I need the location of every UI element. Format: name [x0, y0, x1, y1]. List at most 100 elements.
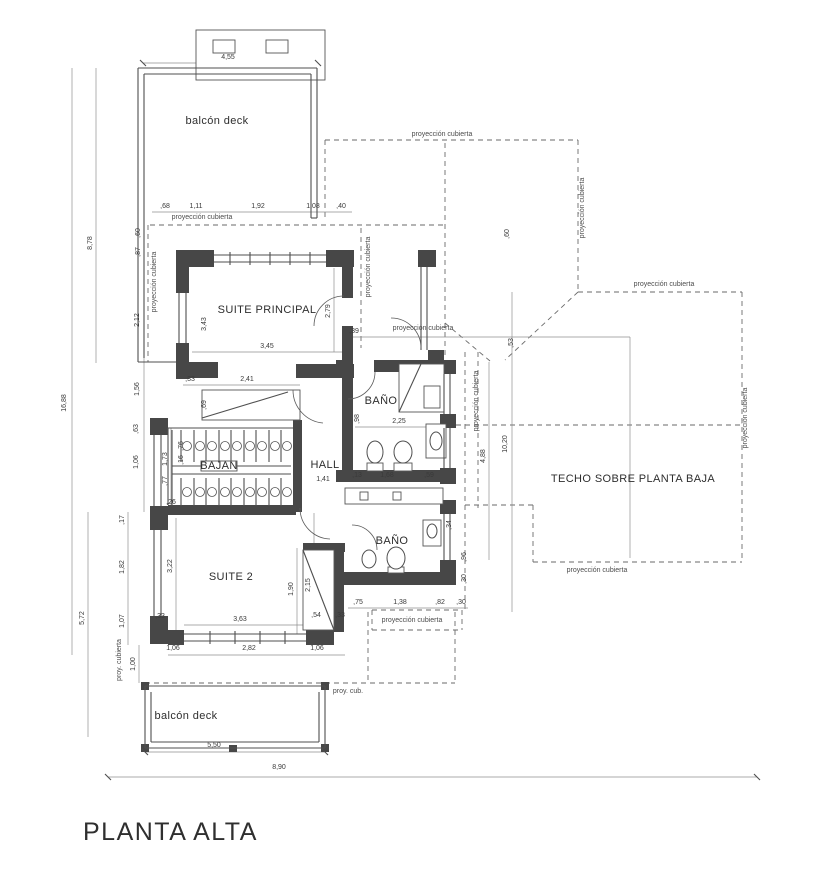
- dimension-label: 1,07: [119, 614, 126, 628]
- plan-line: [139, 59, 147, 67]
- room-label-bano-1: BAÑO: [365, 394, 398, 407]
- dimension-label: ,63: [133, 424, 140, 434]
- plan-line: [141, 748, 149, 756]
- bath-fixture: [426, 523, 438, 539]
- door-swing-arc: [313, 295, 345, 327]
- wall-segment: [168, 630, 184, 645]
- dimension-label: 2,41: [240, 376, 254, 383]
- plan-line: [302, 549, 335, 631]
- plan-line: [753, 773, 761, 781]
- outline-rect: [201, 389, 301, 421]
- projection-note-label: proyección cubierta: [579, 178, 586, 239]
- dimension-label: ,39: [349, 328, 359, 335]
- outline-rect: [366, 462, 384, 472]
- dimension-label: 1,38: [393, 599, 407, 606]
- dimension-label: ,60: [135, 228, 142, 238]
- dimension-label: 1,06: [310, 645, 324, 652]
- dimension-label: ,54: [311, 612, 321, 619]
- room-label-hall: HALL: [310, 459, 339, 471]
- outline-rect: [195, 29, 326, 81]
- plan-line: [104, 773, 112, 781]
- projection-note-label: proyección cubierta: [382, 617, 443, 624]
- door-swing-arc: [351, 524, 378, 551]
- dimension-label: 3,22: [167, 559, 174, 573]
- plan-line: [321, 748, 329, 756]
- dimension-label: ,87: [135, 247, 142, 257]
- wall-segment: [440, 500, 456, 514]
- dimension-label: 2,15: [305, 578, 312, 592]
- bath-fixture: [361, 549, 377, 569]
- dimension-label: 1,56: [134, 382, 141, 396]
- room-label-bano-2: BAÑO: [376, 534, 409, 547]
- wall-segment: [336, 572, 455, 585]
- projection-dashed-line: [444, 322, 491, 362]
- outline-rect: [393, 462, 413, 472]
- door-swing-arc: [292, 389, 324, 424]
- bath-fixture: [393, 440, 413, 464]
- dimension-label: ,30: [456, 599, 466, 606]
- dimension-label: 4,88: [480, 449, 487, 463]
- room-label-suite-principal: SUITE PRINCIPAL: [218, 304, 317, 316]
- dimension-label: ,82: [435, 599, 445, 606]
- dimension-label: 10,20: [502, 435, 509, 453]
- dimension-label: ,33: [185, 376, 195, 383]
- stair-tread-marker: [182, 441, 192, 451]
- room-label-techo-sobre-planta-baja: TECHO SOBRE PLANTA BAJA: [551, 473, 716, 485]
- outline-rect: [212, 39, 236, 54]
- room-label-balcon-top: balcón deck: [185, 115, 248, 127]
- outline-rect: [423, 385, 441, 409]
- wall-segment: [342, 267, 353, 298]
- projection-note-label: proyección cubierta: [473, 371, 480, 432]
- dimension-label: ,33: [335, 612, 345, 619]
- stair-tread-marker: [257, 487, 267, 497]
- dimension-label: ,59: [424, 472, 434, 479]
- dimension-label: ,33: [155, 613, 165, 620]
- dimension-label: 3,63: [233, 616, 247, 623]
- outline-rect: [265, 39, 289, 54]
- wall-segment: [440, 560, 456, 585]
- wall-segment: [334, 550, 344, 632]
- dimension-label: 3,45: [260, 343, 274, 350]
- dimension-label: 2,82: [242, 645, 256, 652]
- dimension-label: 1,73: [162, 452, 169, 466]
- plan-title: PLANTA ALTA: [83, 818, 258, 846]
- projection-note-label: proyección cubierta: [634, 281, 695, 288]
- dimension-label: ,53: [508, 338, 515, 348]
- wall-segment: [440, 468, 456, 484]
- bath-fixture: [386, 546, 406, 570]
- dimension-label: 5,50: [207, 742, 221, 749]
- projection-note-label: proy. cubierta: [116, 639, 123, 681]
- stair-label-box: [200, 460, 238, 472]
- dimension-label: 16,88: [61, 394, 68, 412]
- plan-line: [201, 391, 289, 419]
- dimension-label: ,68: [160, 203, 170, 210]
- wall-segment: [428, 350, 444, 363]
- projection-note-label: proyección cubierta: [172, 214, 233, 221]
- room-label-balcon-bottom: balcón deck: [154, 710, 217, 722]
- door-swing-arc: [299, 507, 331, 540]
- stair-tread-marker: [195, 441, 205, 451]
- dimension-label: ,60: [504, 229, 511, 239]
- dimension-label: 1,82: [119, 560, 126, 574]
- dimension-label: 1,11: [189, 203, 202, 210]
- plan-line: [398, 363, 422, 413]
- bath-fixture: [366, 440, 384, 464]
- projection-note-label: proyección cubierta: [393, 325, 454, 332]
- room-label-suite-2: SUITE 2: [209, 571, 253, 583]
- wall-segment: [306, 628, 334, 645]
- wall-segment: [303, 543, 345, 552]
- dimension-label: 8,78: [87, 236, 94, 250]
- wall-segment: [150, 506, 168, 530]
- dimension-label: ,77: [162, 476, 169, 486]
- projection-note-label: proyección cubierta: [742, 388, 749, 449]
- dimension-label: 1,06: [166, 645, 180, 652]
- dimension-label: ,13: [352, 472, 362, 479]
- wall-segment: [293, 420, 302, 512]
- projection-note-label: proyección cubierta: [567, 567, 628, 574]
- stair-tread-marker: [282, 487, 292, 497]
- projection-note-label: proyección cubierta: [365, 237, 372, 298]
- stair-tread-marker: [270, 441, 280, 451]
- dimension-label: 1,90: [288, 582, 295, 596]
- dimension-label: 1,68: [380, 472, 394, 479]
- wall-segment: [176, 267, 189, 293]
